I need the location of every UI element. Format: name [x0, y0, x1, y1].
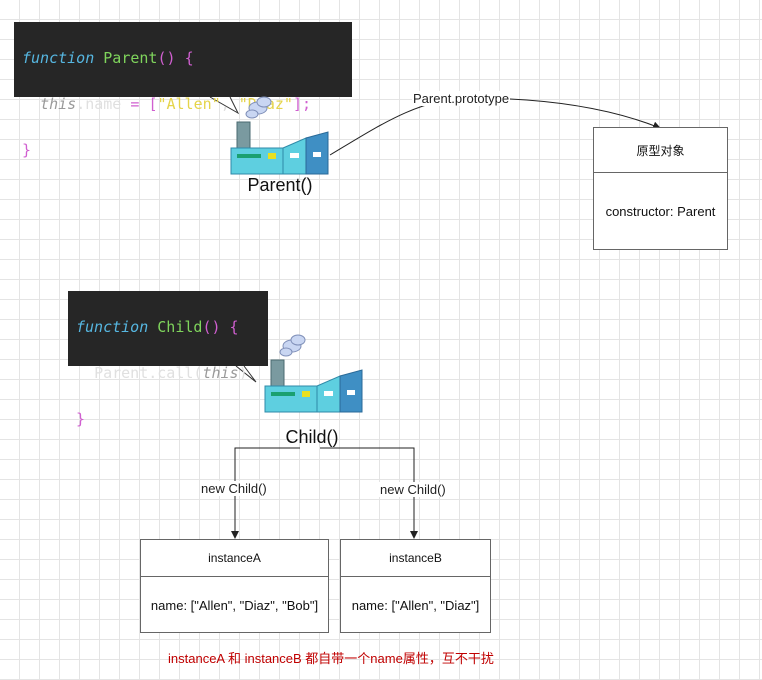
parent-factory-icon	[230, 96, 329, 175]
instanceB-box: instanceB name: ["Allen", "Diaz"]	[340, 539, 491, 633]
prototype-link-label: Parent.prototype	[412, 91, 511, 106]
instanceA-box: instanceA name: ["Allen", "Diaz", "Bob"]	[140, 539, 329, 633]
code-property: .name	[76, 95, 122, 113]
code-comma: ,	[220, 95, 239, 113]
child-code-line1: function Child() {	[76, 316, 260, 339]
code-call-method: .call	[148, 364, 194, 382]
code-keyword: function	[22, 49, 95, 67]
code-parens: ()	[202, 318, 221, 336]
prototype-object-title: 原型对象	[594, 128, 727, 173]
instanceB-title: instanceB	[341, 540, 490, 577]
code-open-bracket: [	[148, 95, 158, 113]
parent-callout-tail	[209, 96, 240, 115]
child-factory-icon	[264, 334, 363, 413]
parent-code-block: function Parent() { this.name = ["Allen"…	[14, 22, 352, 159]
child-to-instanceB-link	[320, 447, 418, 539]
code-this: this	[202, 364, 239, 382]
code-equals: =	[121, 95, 149, 113]
code-parent-object: Parent	[94, 364, 149, 382]
child-callout-tail	[235, 365, 257, 383]
code-parens: ()	[157, 49, 176, 67]
child-constructor-label: Child()	[285, 427, 339, 447]
instances-note: instanceA 和 instanceB 都自带一个name属性，互不干扰	[168, 651, 494, 666]
code-open-brace: {	[184, 49, 194, 67]
code-function-name: Child	[157, 318, 203, 336]
new-child-label-right: new Child()	[379, 482, 447, 497]
code-close-bracket: ];	[292, 95, 311, 113]
code-string-allen: "Allen"	[157, 95, 221, 113]
instanceB-name-property: name: ["Allen", "Diaz"]	[351, 597, 480, 613]
child-code-block: function Child() { Parent.call(this) }	[68, 291, 268, 428]
child-code-line3: }	[76, 410, 86, 428]
child-code-line2: Parent.call(this)	[76, 362, 260, 385]
instanceA-title: instanceA	[141, 540, 328, 577]
parent-code-line3: }	[22, 141, 32, 159]
parent-constructor-label: Parent()	[247, 175, 313, 195]
instanceA-name-property: name: ["Allen", "Diaz", "Bob"]	[150, 597, 319, 613]
code-open-paren: (	[193, 364, 203, 382]
code-keyword: function	[76, 318, 149, 336]
code-open-brace: {	[229, 318, 239, 336]
code-function-name: Parent	[103, 49, 158, 67]
child-to-instanceA-link	[231, 447, 300, 539]
prototype-object-constructor: constructor: Parent	[605, 204, 716, 219]
code-this: this	[40, 95, 77, 113]
prototype-object-box: 原型对象 constructor: Parent	[593, 127, 728, 250]
code-close-paren: )	[238, 364, 248, 382]
new-child-label-left: new Child()	[200, 481, 268, 496]
parent-code-line1: function Parent() {	[22, 47, 344, 70]
